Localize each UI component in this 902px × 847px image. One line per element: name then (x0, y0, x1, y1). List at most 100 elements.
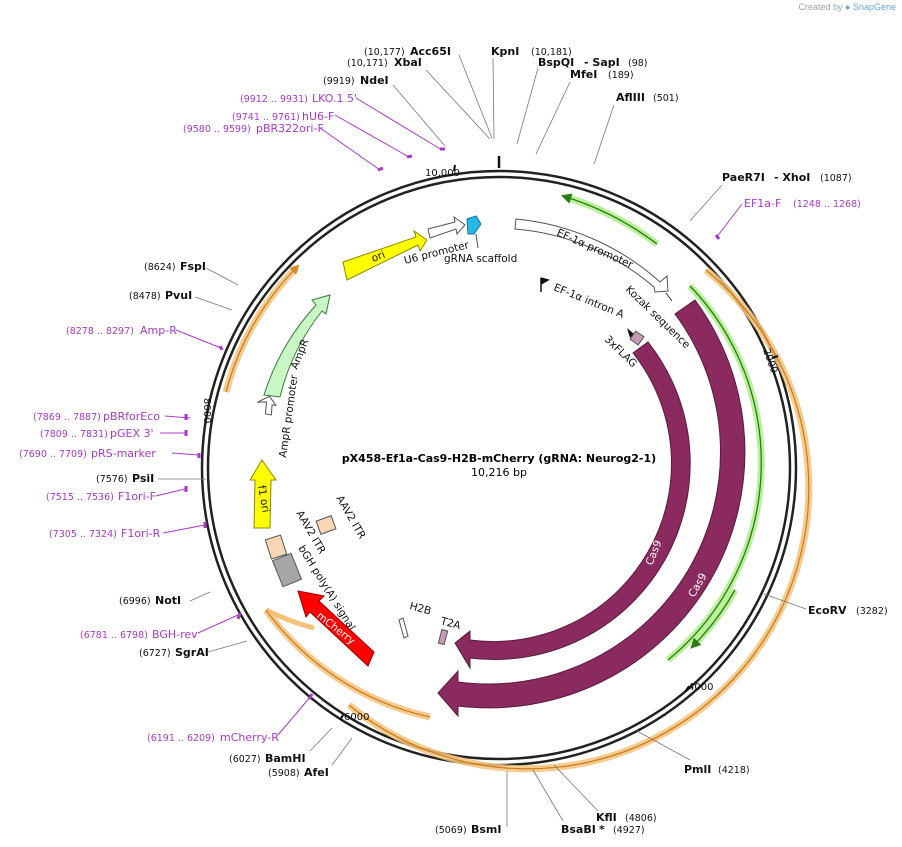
site-name: EcoRV (808, 604, 847, 617)
orange-arcs (222, 264, 813, 773)
ef1a-promoter-feature (514, 218, 669, 293)
site-name: FspI (180, 260, 206, 273)
site-name: SgrAI (175, 646, 209, 659)
site-name: - SapI (584, 56, 620, 69)
site-coord: (1087) (820, 173, 852, 184)
site-name: BsaBI (561, 823, 596, 836)
t2a-label: T2A (438, 615, 462, 632)
site-coord: (98) (628, 58, 648, 69)
green-arcs (561, 193, 765, 663)
credit-prefix: Created by (798, 2, 843, 12)
site-coord: (501) (653, 93, 679, 104)
primer-name: pGEX 3' (110, 427, 154, 440)
primer-name: Amp-R (140, 324, 177, 337)
site-name: PaeR7I (722, 171, 765, 184)
site-coord: (7576) (96, 474, 128, 485)
primer-name: hU6-F (302, 110, 334, 123)
site-coord: (8624) (144, 262, 176, 273)
site-name: KpnI (491, 45, 519, 58)
primer-name: pBRforEco (103, 410, 160, 423)
f1-ori-feature (249, 459, 277, 529)
site-coord: (4806) (625, 813, 657, 824)
cas9-outer-feature (437, 299, 746, 718)
mcherry-feature (297, 590, 375, 667)
site-coord: (10,181) (531, 47, 572, 58)
u6-promoter-feature (427, 215, 466, 239)
primer-coord: (1248 .. 1268) (793, 199, 861, 210)
primer-ticks (184, 147, 721, 700)
site-name: AfeI (304, 766, 329, 779)
plasmid-name: pX458-Ef1a-Cas9-H2B-mCherry (gRNA: Neuro… (342, 452, 656, 465)
site-name: BspQI (538, 56, 574, 69)
primer-coord: (7690 .. 7709) (19, 449, 87, 460)
tick-label: 4000 (688, 682, 713, 693)
site-name: PsiI (132, 472, 154, 485)
tick-label: 6000 (344, 712, 369, 723)
site-coord: (5908) (268, 768, 300, 779)
primer-name: LKO.1 5' (312, 92, 357, 105)
site-coord: (8478) (129, 291, 161, 302)
site-labels: (10,177) Acc65I (10,171) XbaI KpnI (10,1… (96, 45, 888, 836)
primer-name: BGH-rev (152, 628, 198, 641)
intron-flag-icon (540, 277, 550, 292)
aav2-itr-feature (315, 515, 337, 535)
site-name: MfeI (570, 68, 597, 81)
site-coord: (9919) (323, 76, 355, 87)
t2a-feature (437, 628, 449, 646)
site-name: XbaI (394, 56, 422, 69)
snapgene-credit: Created by ● SnapGene (798, 2, 896, 12)
primer-coord: (9580 .. 9599) (183, 124, 251, 135)
site-name: NdeI (360, 74, 389, 87)
primer-name: pBR322ori-F (256, 122, 324, 135)
site-leaders (158, 54, 807, 827)
plasmid-title: pX458-Ef1a-Cas9-H2B-mCherry (gRNA: Neuro… (342, 452, 656, 479)
tick-label: 10,000 (425, 168, 460, 179)
plasmid-size: 10,216 bp (471, 466, 527, 479)
site-coord: (4218) (718, 765, 750, 776)
primer-coord: (7809 .. 7831) (40, 429, 108, 440)
site-name: BamHI (265, 752, 306, 765)
primer-name: F1ori-R (121, 527, 161, 540)
site-coord: (5069) (435, 825, 467, 836)
primer-leaders (155, 97, 743, 736)
site-name: NotI (155, 594, 181, 607)
primer-coord: (9741 .. 9761) (232, 112, 300, 123)
h2b-feature (398, 617, 409, 639)
3xflag-feature (629, 330, 645, 346)
site-name: AflIII (616, 91, 645, 104)
site-name: PvuI (165, 289, 192, 302)
site-name: KflI (596, 811, 617, 824)
credit-brand: SnapGene (852, 2, 896, 12)
site-name: * (599, 823, 605, 836)
primer-name: pRS-marker (91, 447, 156, 460)
primer-coord: (6191 .. 6209) (147, 733, 215, 744)
ori-label: ori (370, 249, 387, 265)
ampr-feature (263, 294, 331, 398)
site-coord: (6996) (119, 596, 151, 607)
site-coord: (6727) (139, 648, 171, 659)
aav2-itr-feature-2 (264, 534, 288, 560)
ampr-promoter-feature (257, 395, 278, 416)
site-name: Acc65I (410, 45, 451, 58)
primer-name: F1ori-F (118, 490, 156, 503)
site-name: - XhoI (774, 171, 810, 184)
site-name: BsmI (471, 823, 502, 836)
grna-scaffold-label: gRNA scaffold (444, 253, 517, 265)
ori-feature (342, 229, 428, 281)
cas9-inner-feature (454, 341, 691, 670)
tick-label: 8000 (201, 398, 212, 423)
primer-coord: (8278 .. 8297) (66, 326, 134, 337)
ef1a-promoter-label: EF-1α promoter (555, 227, 636, 272)
primer-coord: (7869 .. 7887) (33, 412, 101, 423)
site-coord: (10,177) (364, 47, 405, 58)
ef1a-intron-label: EF-1α intron A (552, 282, 627, 321)
f1-ori-label: f1 ori (255, 484, 272, 513)
bgh-polya-feature (271, 552, 303, 588)
site-coord: (4927) (613, 825, 645, 836)
primer-name: EF1a-F (744, 197, 781, 210)
site-coord: (10,171) (347, 58, 388, 69)
primer-coord: (7305 .. 7324) (49, 529, 117, 540)
site-coord: (6027) (229, 754, 261, 765)
primer-name: mCherry-R (220, 731, 279, 744)
